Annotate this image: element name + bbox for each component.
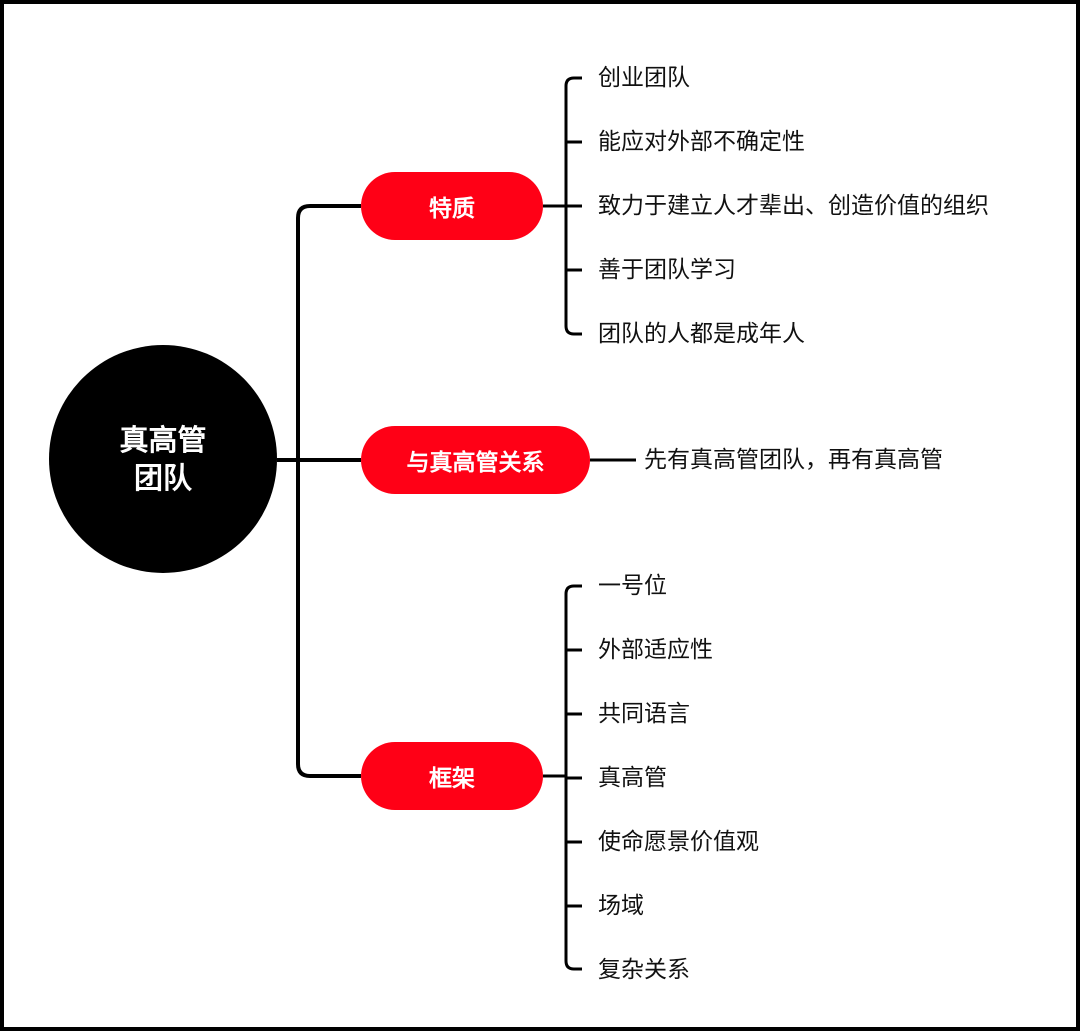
leaf-node: 真高管 (598, 765, 667, 791)
leaf-node: 共同语言 (598, 701, 690, 727)
leaf-node: 使命愿景价值观 (598, 829, 759, 855)
root-label: 真高管团队 (119, 423, 207, 495)
leaf-node: 外部适应性 (598, 637, 713, 663)
leaf-node: 一号位 (598, 573, 667, 599)
leaf-node: 创业团队 (598, 65, 690, 91)
branch-label: 框架 (429, 766, 475, 792)
branch-label: 与真高管关系 (406, 450, 545, 476)
root-node: 真高管团队 (49, 345, 277, 573)
branch-label: 特质 (429, 196, 475, 222)
leaf-node: 场域 (598, 893, 644, 919)
branch-node-framework: 框架 (361, 742, 543, 810)
branch-node-relation: 与真高管关系 (361, 426, 590, 494)
leaf-node: 善于团队学习 (598, 257, 736, 283)
connector-lines (277, 76, 636, 971)
leaf-node: 致力于建立人才辈出、创造价值的组织 (598, 193, 989, 219)
leaf-node: 能应对外部不确定性 (598, 129, 805, 155)
branch-node-traits: 特质 (361, 172, 543, 240)
main-spine (296, 204, 361, 778)
leaf-node: 团队的人都是成年人 (598, 321, 805, 347)
leaf-node: 先有真高管团队，再有真高管 (644, 447, 943, 473)
leaf-node: 复杂关系 (598, 957, 690, 983)
